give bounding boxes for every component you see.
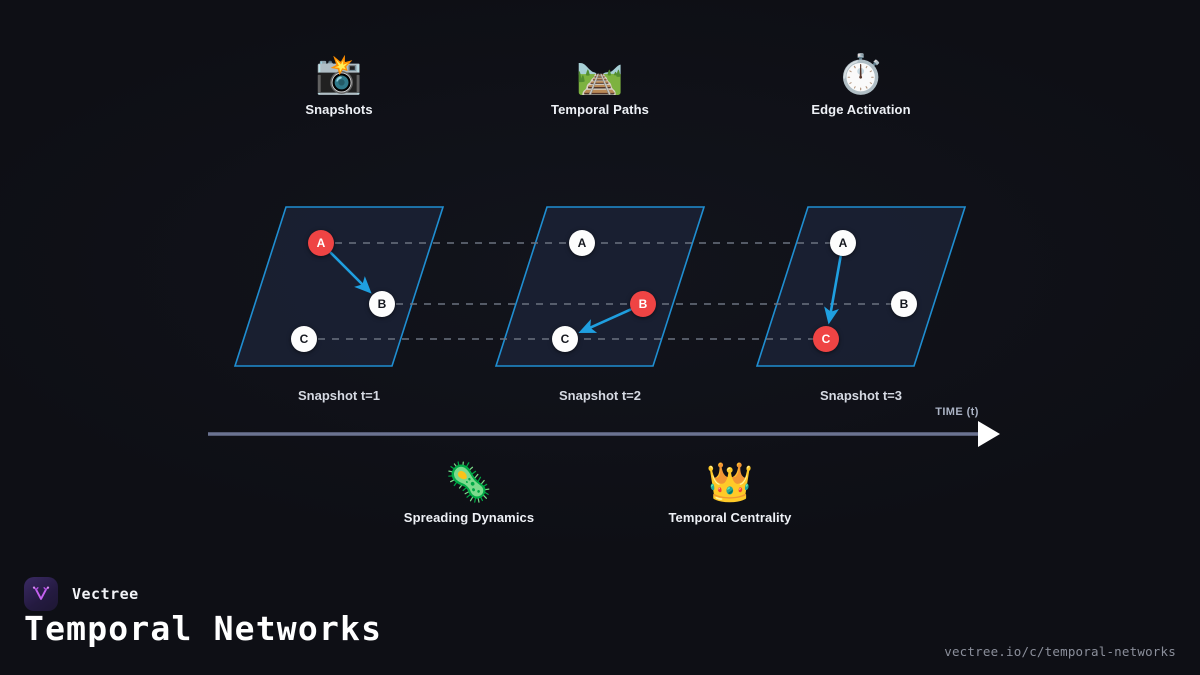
camera-with-flash-icon: 📸 bbox=[315, 54, 363, 96]
microbe-icon: 🦠 bbox=[445, 462, 493, 504]
snapshot-plane bbox=[755, 206, 967, 367]
time-axis-label: TIME (t) bbox=[935, 406, 979, 418]
feature-label: Snapshots bbox=[305, 102, 373, 117]
temporal-edges-layer bbox=[329, 251, 842, 333]
footer: Vectree Temporal Networks vectree.io/c/t… bbox=[0, 565, 1200, 675]
temporal-edge-A-to-B bbox=[329, 251, 372, 294]
snapshot-caption-t3: Snapshot t=3 bbox=[820, 388, 902, 403]
node-b-t2[interactable]: B bbox=[630, 291, 656, 317]
node-b-t3[interactable]: B bbox=[891, 291, 917, 317]
feature-label: Temporal Paths bbox=[551, 102, 649, 117]
temporal-edge-B-to-C bbox=[578, 308, 632, 333]
node-a-t1[interactable]: A bbox=[308, 230, 334, 256]
time-axis-arrowhead bbox=[978, 421, 1000, 447]
feature-temporal-centrality[interactable]: 👑 Temporal Centrality bbox=[668, 462, 791, 525]
feature-snapshots[interactable]: 📸 Snapshots bbox=[305, 54, 372, 117]
time-axis-layer bbox=[208, 421, 1000, 447]
snapshot-planes-layer bbox=[233, 206, 967, 367]
node-continuity-links-layer bbox=[304, 242, 904, 340]
node-b-t1[interactable]: B bbox=[369, 291, 395, 317]
feature-label: Temporal Centrality bbox=[668, 510, 792, 525]
feature-spreading-dynamics[interactable]: 🦠 Spreading Dynamics bbox=[404, 462, 534, 525]
snapshot-plane bbox=[494, 206, 706, 367]
snapshot-caption-t1: Snapshot t=1 bbox=[298, 388, 380, 403]
railway-track-icon: 🛤️ bbox=[576, 54, 624, 96]
snapshot-plane bbox=[233, 206, 445, 367]
temporal-edge-A-to-C bbox=[824, 255, 842, 325]
page-url: vectree.io/c/temporal-networks bbox=[944, 644, 1176, 659]
node-c-t2[interactable]: C bbox=[552, 326, 578, 352]
feature-label: Edge Activation bbox=[811, 102, 911, 117]
feature-temporal-paths[interactable]: 🛤️ Temporal Paths bbox=[551, 54, 649, 117]
stopwatch-icon: ⏱️ bbox=[837, 54, 885, 96]
snapshot-caption-t2: Snapshot t=2 bbox=[559, 388, 641, 403]
feature-edge-activation[interactable]: ⏱️ Edge Activation bbox=[811, 54, 910, 117]
node-a-t2[interactable]: A bbox=[569, 230, 595, 256]
brand-name: Vectree bbox=[72, 585, 139, 603]
page-title: Temporal Networks bbox=[24, 609, 383, 648]
node-a-t3[interactable]: A bbox=[830, 230, 856, 256]
feature-label: Spreading Dynamics bbox=[403, 510, 535, 525]
crown-icon: 👑 bbox=[706, 462, 754, 504]
vectree-logo-icon bbox=[24, 577, 58, 611]
brand[interactable]: Vectree bbox=[24, 577, 139, 611]
node-c-t3[interactable]: C bbox=[813, 326, 839, 352]
node-c-t1[interactable]: C bbox=[291, 326, 317, 352]
